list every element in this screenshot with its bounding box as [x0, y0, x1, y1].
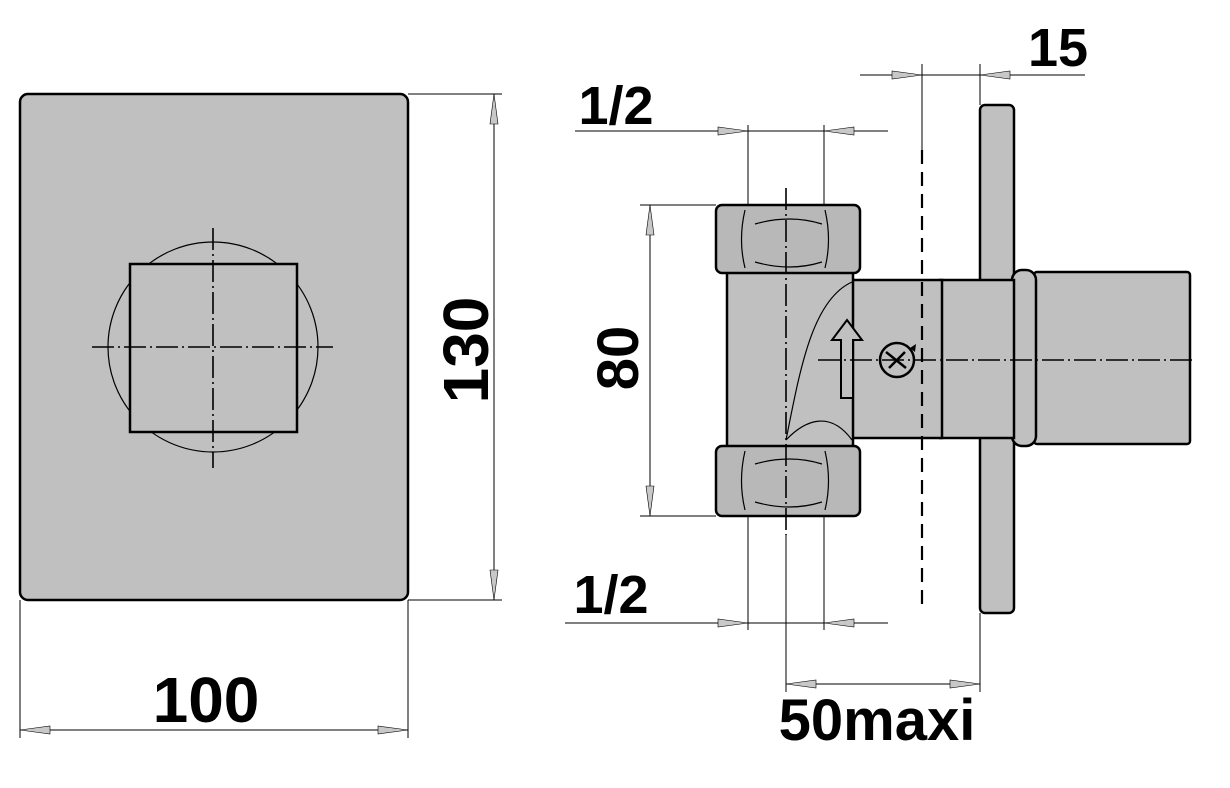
- side-view: 1/2 1/2 80 15: [565, 18, 1196, 753]
- plate-thickness-label: 15: [1028, 18, 1088, 78]
- height-label: 130: [430, 297, 502, 404]
- up-arrow-icon: [830, 318, 864, 399]
- body-height-label: 80: [586, 326, 651, 391]
- top-hex-nut: [714, 203, 862, 275]
- top-connection-label: 1/2: [578, 76, 653, 136]
- width-label: 100: [153, 664, 260, 736]
- body-curve-upper: [785, 281, 853, 441]
- top-connection-dimension: 1/2: [575, 76, 888, 205]
- width-dimension: 100: [19, 600, 409, 738]
- side-handle: [1032, 270, 1192, 446]
- collar-ring: [1010, 268, 1038, 448]
- body-height-dimension: 80: [586, 204, 716, 517]
- plate-thickness-dimension: 15: [860, 18, 1088, 150]
- depth-label: 50maxi: [779, 688, 976, 753]
- bottom-connection-label: 1/2: [573, 565, 648, 625]
- height-dimension: 130: [408, 93, 502, 601]
- bottom-connection-dimension: 1/2: [565, 516, 888, 630]
- depth-dimension: 50maxi: [779, 535, 981, 753]
- body-curve-lower: [785, 420, 853, 441]
- bottom-hex-nut: [714, 444, 862, 518]
- spindle-sleeve: [938, 278, 1016, 440]
- front-view: 100 130: [18, 92, 502, 738]
